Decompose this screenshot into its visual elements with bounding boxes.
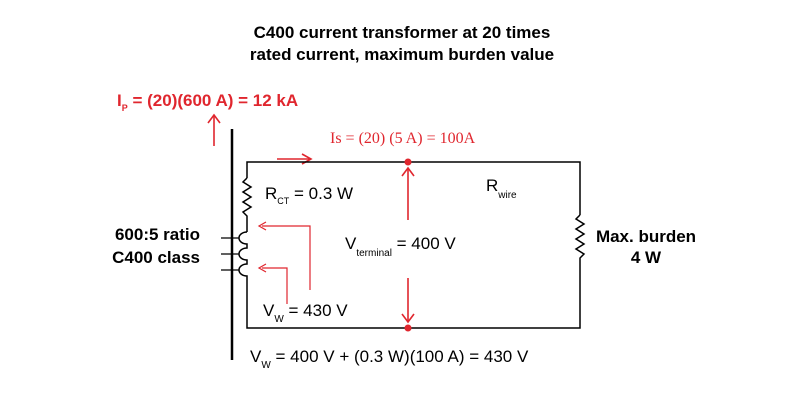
terminal-bottom	[404, 324, 412, 332]
primary-current-symbol: I	[117, 91, 122, 110]
wire-resistance-label: Rwire	[486, 176, 517, 201]
terminal-voltage-arrows	[401, 166, 415, 324]
secondary-circuit-wiring	[246, 161, 581, 329]
ct-resistance-symbol: R	[265, 184, 277, 203]
burden-value: 4 W	[631, 248, 662, 267]
ct-resistor	[241, 177, 253, 232]
primary-current-value: = (20)(600 A) = 12 kA	[128, 91, 298, 110]
wire-resistance-subscript: wire	[497, 190, 517, 201]
primary-current-label: IP = (20)(600 A) = 12 kA	[117, 91, 298, 113]
ct-resistance-label: RCT = 0.3 W	[265, 184, 353, 206]
secondary-current-label: Is = (20) (5 A) = 100A	[330, 130, 476, 147]
equation-value: = 400 V + (0.3 W)(100 A) = 430 V	[271, 347, 529, 366]
terminal-voltage-symbol: V	[345, 234, 357, 253]
wire-resistance-symbol: R	[486, 176, 498, 195]
winding-voltage-equation: VW = 400 V + (0.3 W)(100 A) = 430 V	[250, 347, 529, 371]
winding-voltage-subscript: W	[274, 314, 284, 325]
ratio-label: 600:5 ratio	[115, 225, 200, 244]
primary-current-subscript: P	[122, 103, 128, 113]
class-label: C400 class	[112, 248, 200, 267]
vw-measurement-lines	[257, 221, 311, 304]
winding-voltage-value: = 430 V	[284, 301, 348, 320]
burden-resistor	[574, 214, 586, 262]
terminal-top	[404, 158, 412, 166]
equation-symbol: V	[250, 347, 262, 366]
ct-resistance-value: = 0.3 W	[289, 184, 353, 203]
terminal-voltage-label: Vterminal = 400 V	[345, 234, 456, 259]
terminal-voltage-subscript: terminal	[356, 248, 392, 259]
primary-current-arrow	[207, 113, 221, 146]
equation-subscript: W	[261, 360, 271, 371]
winding-leads	[221, 237, 239, 271]
title-line-2: rated current, maximum burden value	[250, 45, 554, 64]
ct-secondary-winding	[238, 231, 248, 280]
winding-voltage-symbol: V	[263, 301, 275, 320]
terminal-voltage-value: = 400 V	[392, 234, 456, 253]
ct-resistance-subscript: CT	[277, 196, 289, 206]
title-line-1: C400 current transformer at 20 times	[254, 23, 551, 42]
winding-voltage-label: VW = 430 V	[263, 301, 348, 325]
burden-label: Max. burden	[596, 227, 696, 246]
